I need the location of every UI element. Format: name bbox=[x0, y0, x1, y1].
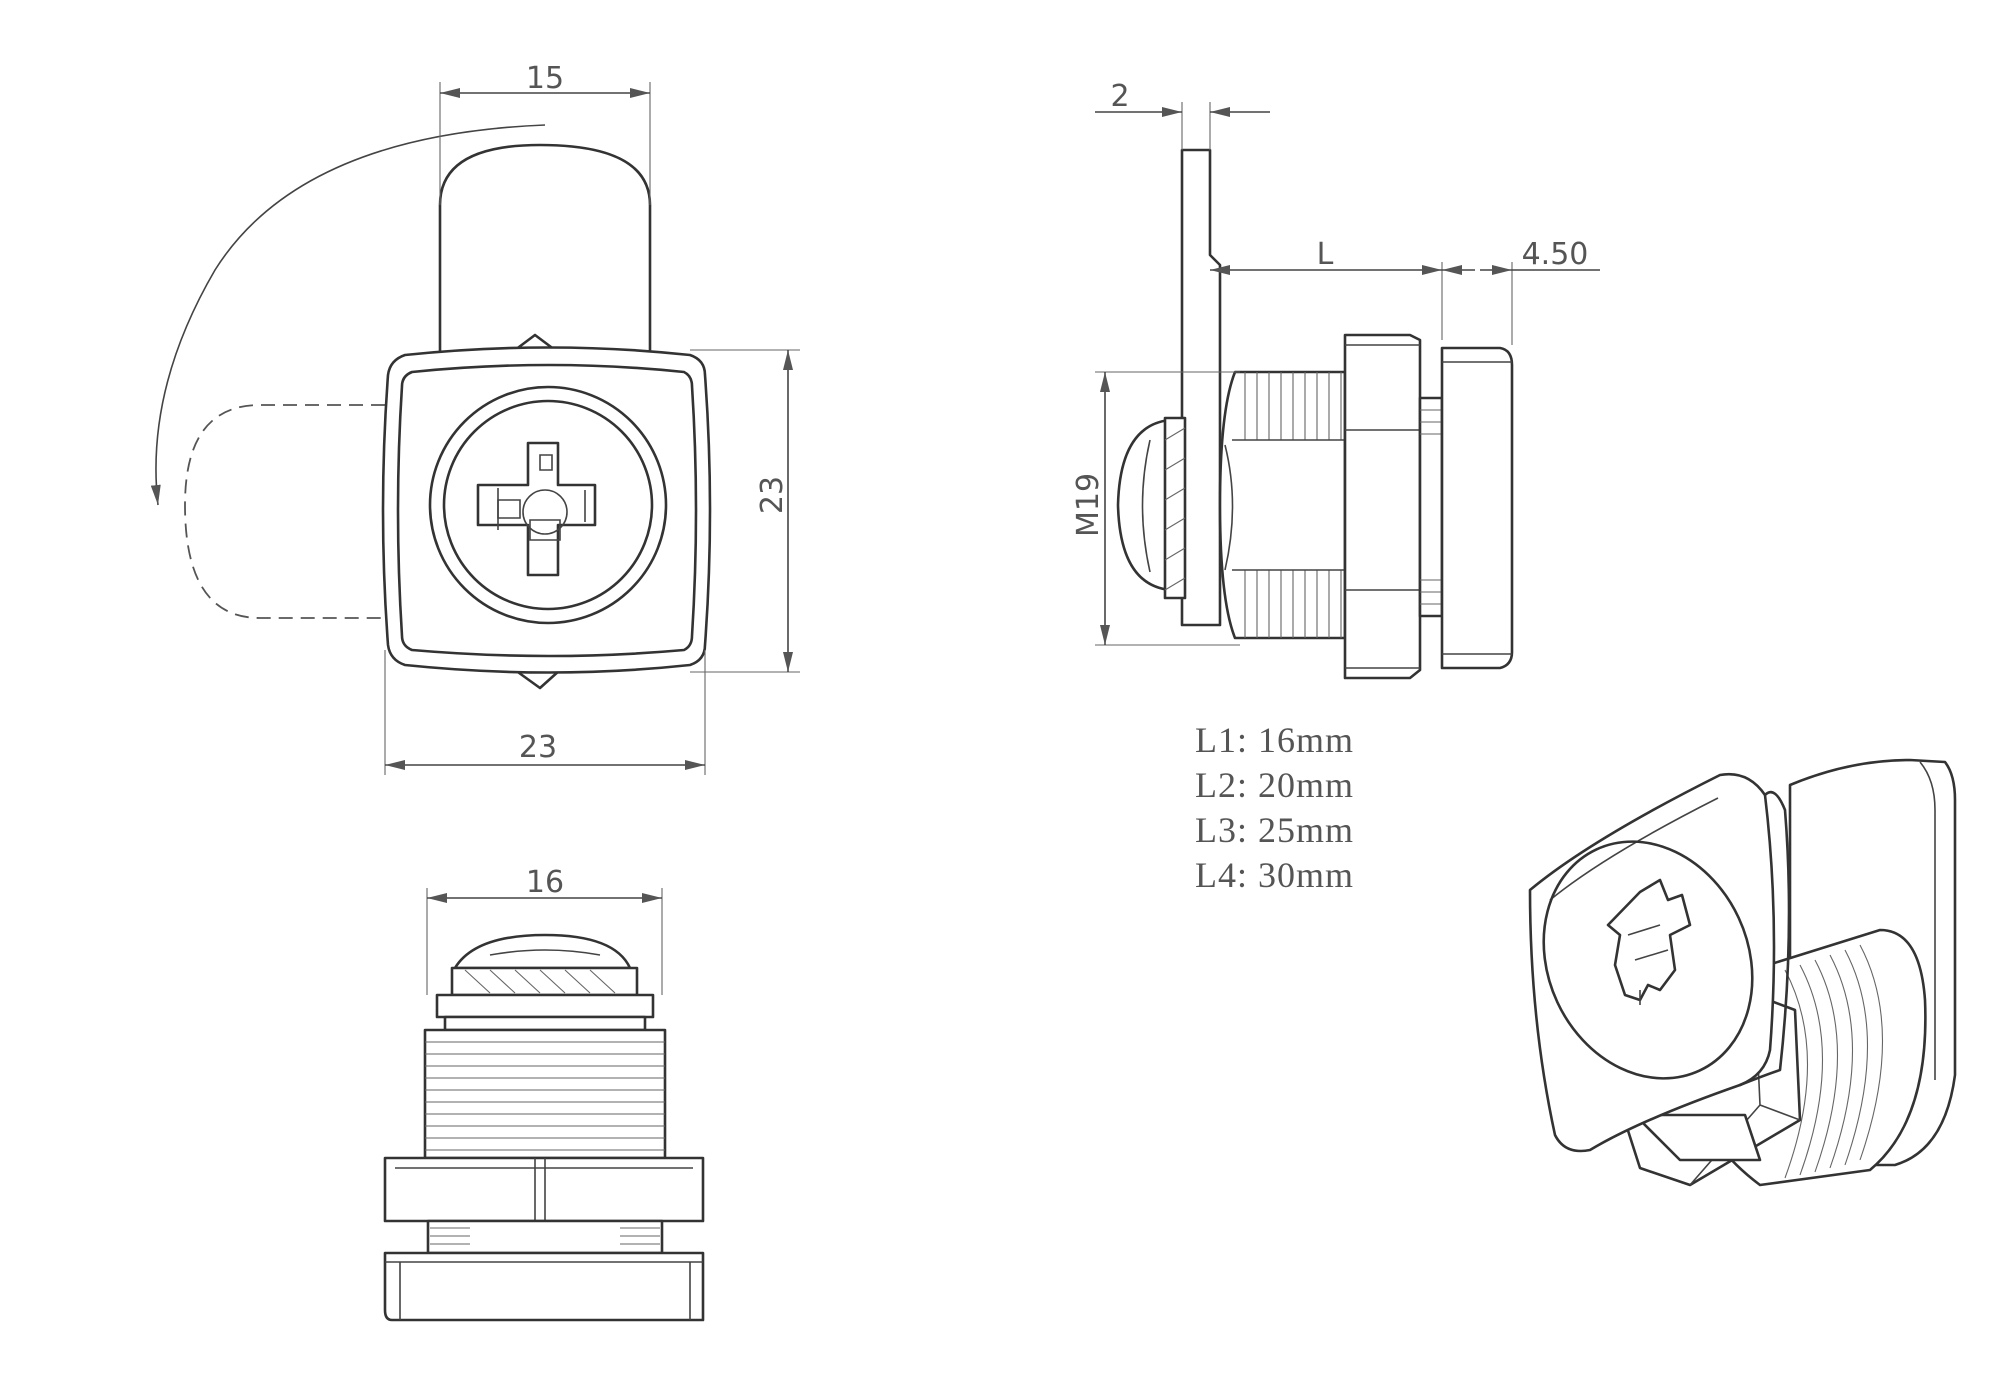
dim-front-width: 23 bbox=[519, 730, 557, 765]
dim-side-offset: 4.50 bbox=[1522, 237, 1589, 272]
dim-front-height: 23 bbox=[755, 476, 790, 514]
front-view: 15 23 23 bbox=[150, 61, 800, 775]
dim-side-plate-thickness: 2 bbox=[1110, 79, 1129, 114]
length-option-l2: L2: 20mm bbox=[1195, 765, 1355, 805]
dim-bottom-width: 16 bbox=[526, 865, 564, 900]
dim-side-length: L bbox=[1317, 237, 1334, 272]
length-option-l3: L3: 25mm bbox=[1195, 810, 1355, 850]
isometric-view bbox=[1528, 758, 1957, 1187]
length-option-l1: L1: 16mm bbox=[1195, 720, 1355, 760]
length-options-list: L1: 16mm L2: 20mm L3: 25mm L4: 30mm bbox=[1195, 718, 1354, 898]
bottom-view: 16 bbox=[383, 865, 705, 1322]
dim-front-cam-width: 15 bbox=[526, 61, 564, 96]
length-option-l4: L4: 30mm bbox=[1195, 855, 1355, 895]
side-view: 2 L 4.50 M19 bbox=[1071, 79, 1600, 680]
dim-side-thread: M19 bbox=[1071, 473, 1106, 537]
